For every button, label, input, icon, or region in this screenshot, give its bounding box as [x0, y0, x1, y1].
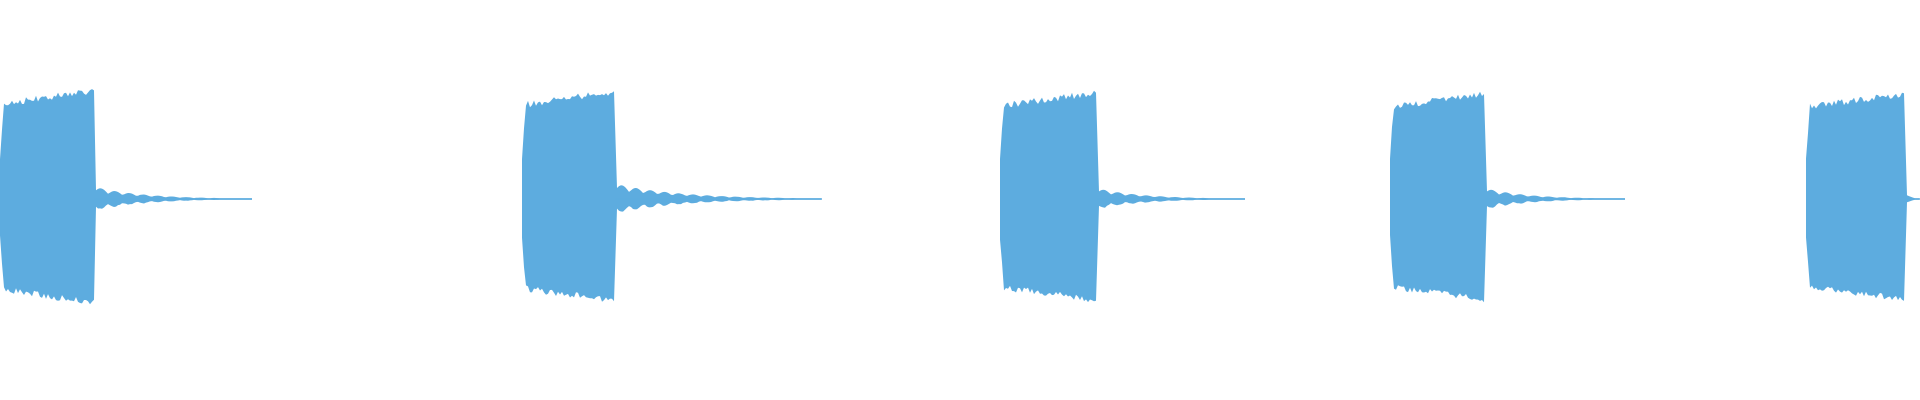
waveform-segment-2 — [522, 91, 821, 302]
waveform-segment-5 — [1806, 92, 1919, 301]
waveform-segment-1 — [0, 89, 252, 305]
waveform-segment-4 — [1390, 91, 1625, 303]
waveform-segment-3 — [1000, 90, 1245, 303]
